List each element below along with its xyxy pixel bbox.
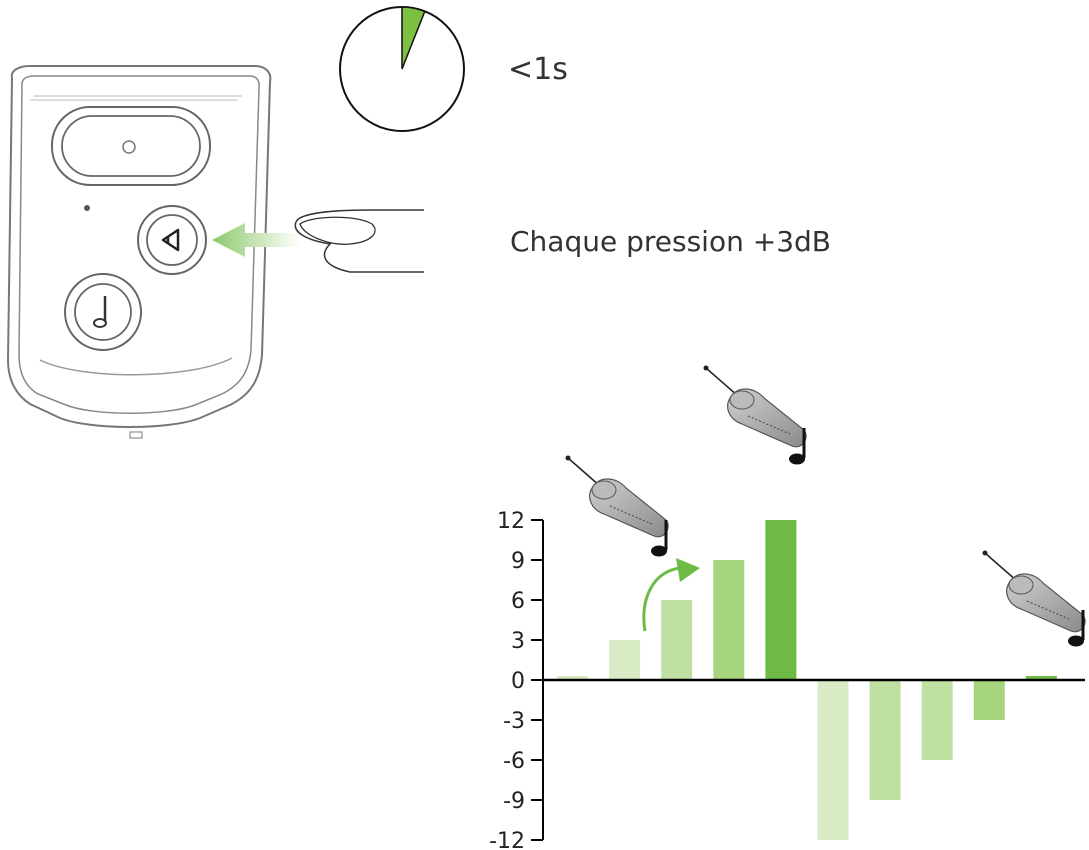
bar-4 — [713, 560, 745, 680]
bar-7 — [869, 680, 901, 800]
bar-5 — [765, 520, 797, 680]
circle-icon — [122, 140, 136, 154]
bar-10 — [1025, 676, 1057, 680]
y-tick-label: -3 — [503, 709, 525, 734]
remote-music-button[interactable] — [64, 273, 142, 351]
y-tick-label: -6 — [503, 749, 525, 774]
finger — [294, 209, 424, 273]
volume-bar-chart: 12 9 6 3 0 -3 -6 -9 -12 — [489, 509, 1085, 850]
music-note-icon — [93, 296, 107, 328]
press-instruction-label: Chaque pression +3dB — [510, 225, 831, 258]
y-tick-label: 6 — [511, 589, 525, 614]
y-tick-label: 3 — [511, 629, 525, 654]
bar-3 — [661, 600, 693, 680]
bar-2 — [609, 640, 641, 680]
remote-top-button[interactable] — [51, 106, 211, 186]
y-tick-label: -9 — [503, 789, 525, 814]
bar-9 — [973, 680, 1005, 720]
bar-1 — [557, 676, 588, 680]
timer-pie — [339, 6, 465, 132]
y-tick-label: 9 — [511, 549, 525, 574]
bar-8 — [921, 680, 953, 760]
indicator-led — [84, 205, 90, 211]
y-tick-label: 12 — [497, 509, 525, 534]
earpiece-icon — [564, 454, 669, 538]
bar-6 — [817, 680, 849, 840]
speaker-icon — [161, 228, 180, 252]
y-tick-label: -12 — [489, 829, 525, 850]
remote-control — [6, 65, 272, 439]
remote-volume-button[interactable] — [137, 205, 207, 275]
increase-arrow — [642, 558, 700, 632]
timer-elapsed-slice — [401, 6, 426, 70]
y-tick-label: 0 — [511, 669, 525, 694]
press-arrow — [212, 223, 300, 257]
timer-label: <1s — [508, 52, 568, 87]
earpiece-icon — [981, 549, 1086, 633]
earpiece-icon — [702, 364, 807, 448]
